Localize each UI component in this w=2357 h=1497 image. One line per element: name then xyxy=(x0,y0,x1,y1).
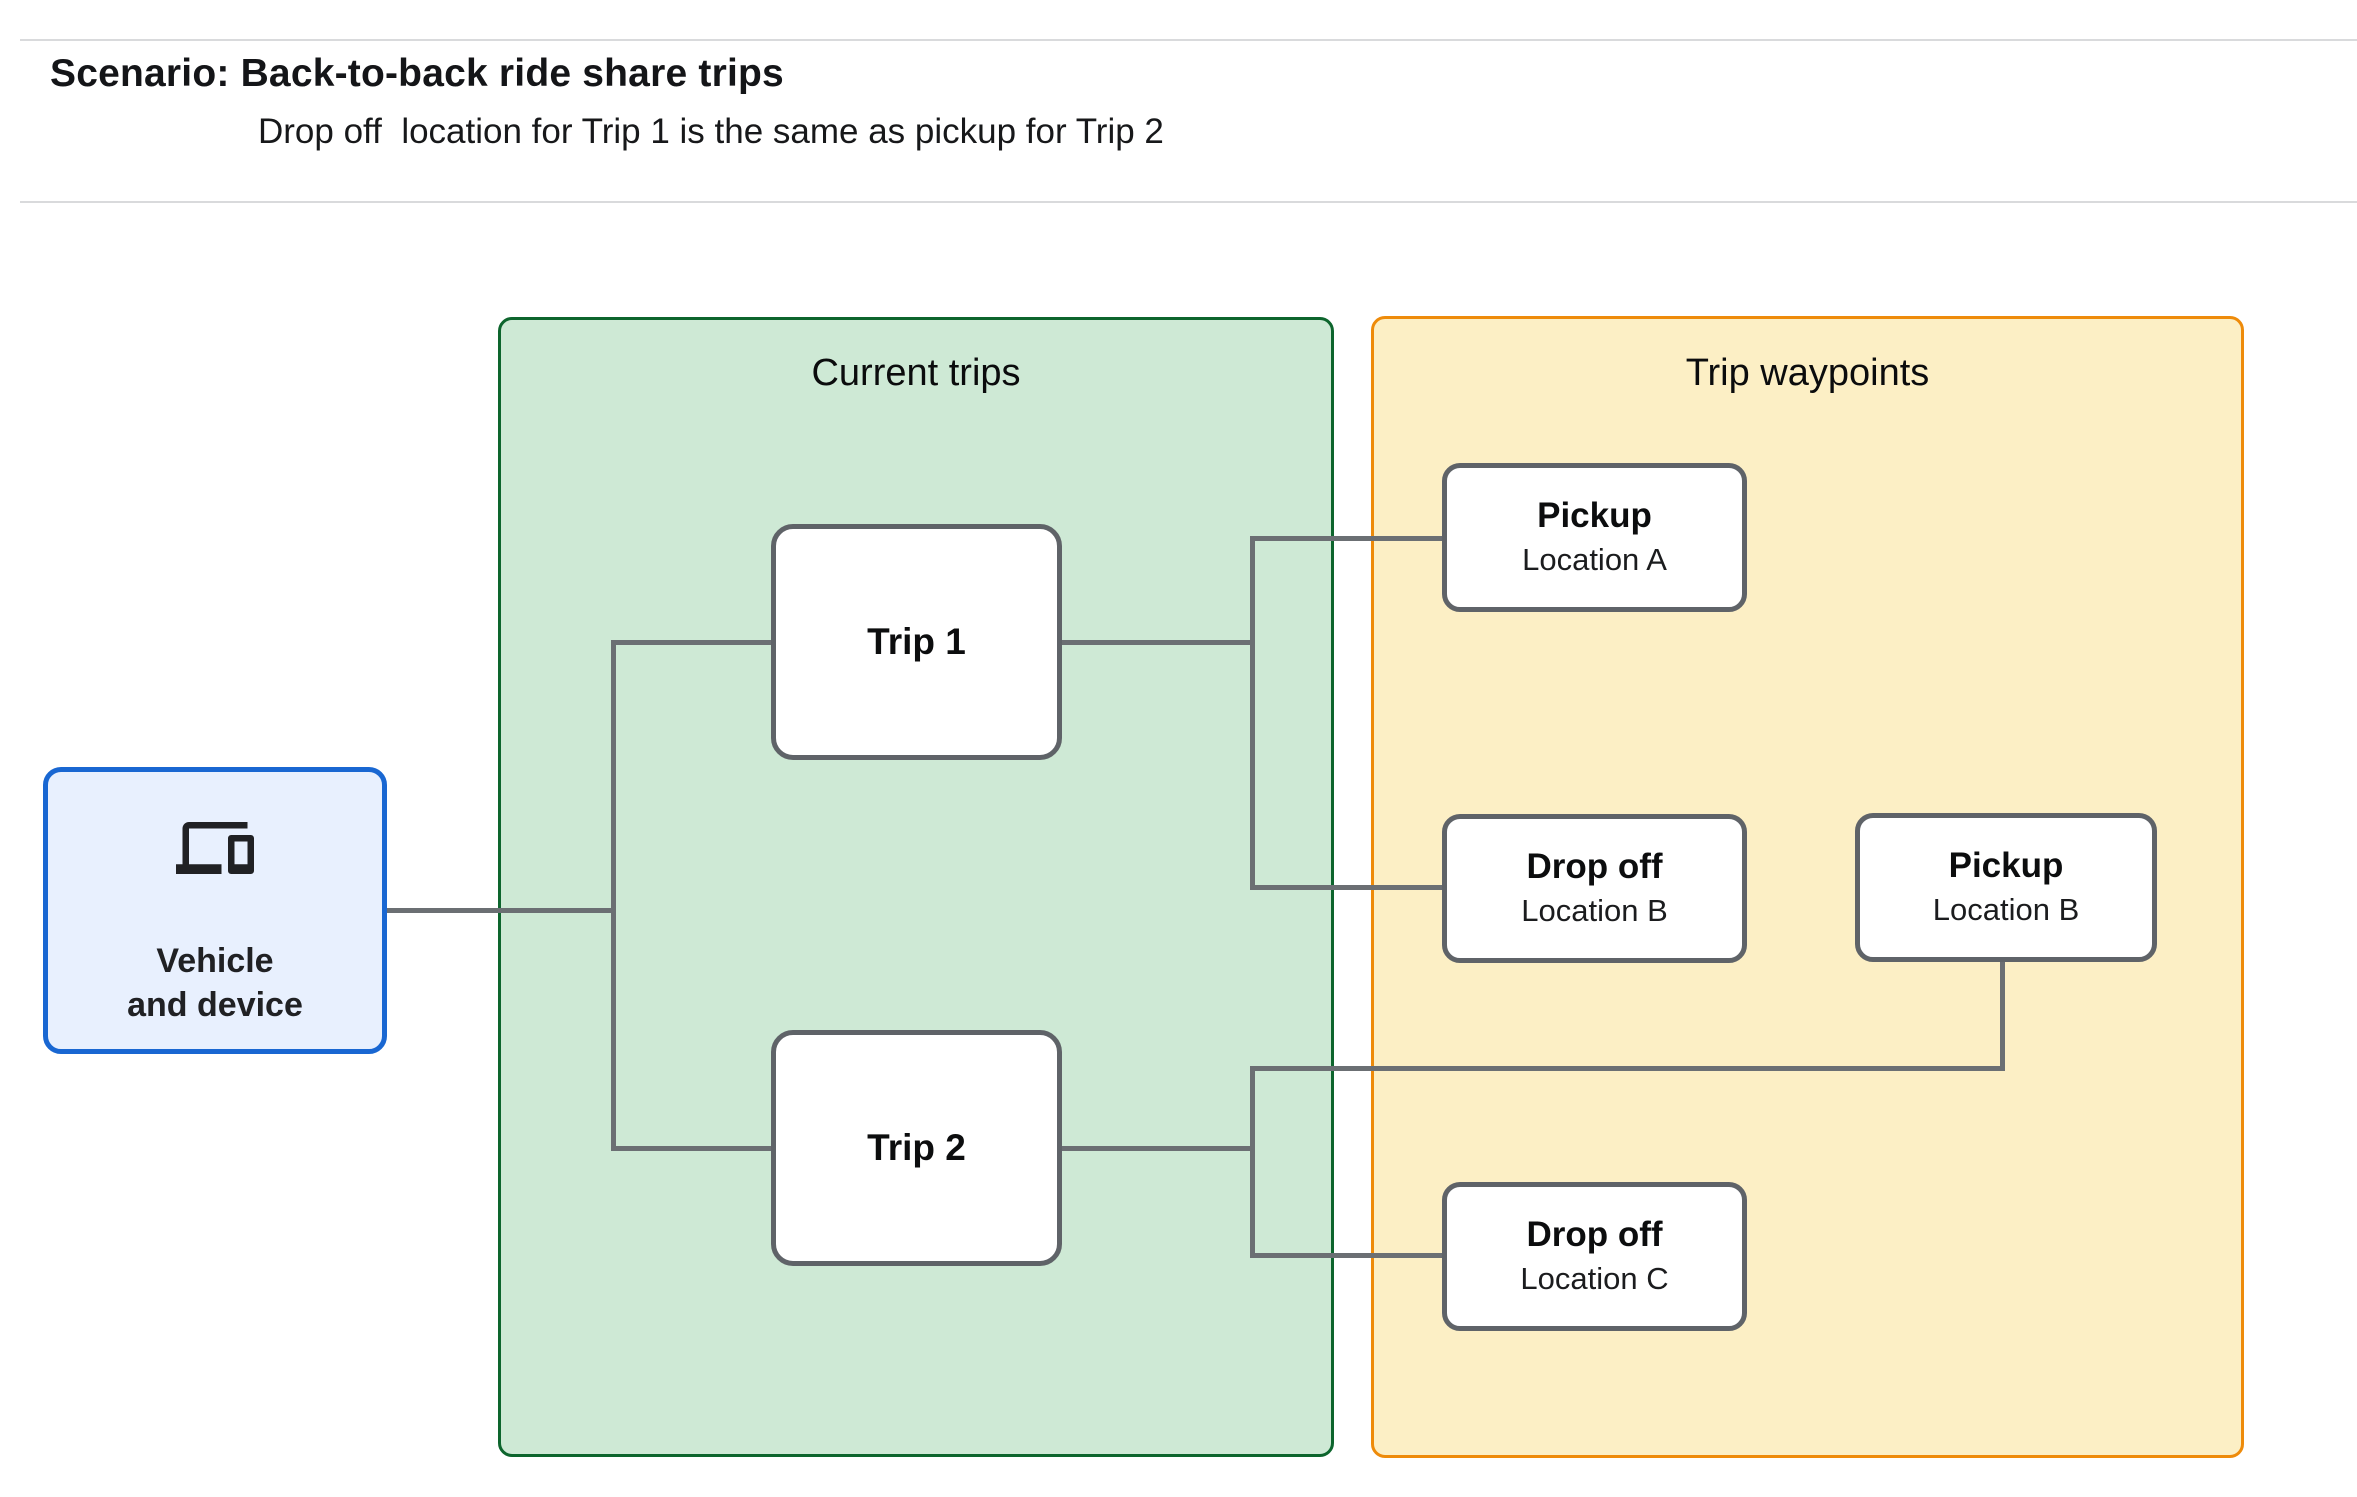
connector-branch-to-trip2 xyxy=(611,1146,771,1151)
connector-trip1-out xyxy=(1062,640,1255,645)
connector-to-dropoff-c xyxy=(1250,1253,1442,1258)
current-trips-title: Current trips xyxy=(811,352,1021,394)
page-title: Scenario: Back-to-back ride share trips xyxy=(50,52,784,95)
pickup-location-a-node: Pickup Location A xyxy=(1442,463,1747,612)
vehicle-and-device-node: Vehicle and device xyxy=(43,767,387,1054)
vehicle-label: Vehicle and device xyxy=(127,940,303,1027)
current-trips-panel xyxy=(498,317,1334,1457)
vehicle-label-line2: and device xyxy=(127,985,303,1024)
dropoff-location-b-node: Drop off Location B xyxy=(1442,814,1747,963)
connector-pickup-b-to-trip2 xyxy=(1250,1066,2005,1071)
vehicle-label-line1: Vehicle xyxy=(156,942,274,980)
connector-branch-to-trip1 xyxy=(611,640,771,645)
connector-branch-vertical xyxy=(611,640,616,1151)
trip-1-node: Trip 1 xyxy=(771,524,1062,760)
connector-to-dropoff-b xyxy=(1250,885,1442,890)
divider-top xyxy=(20,39,2357,41)
divider-bottom xyxy=(20,201,2357,203)
waypoint-type-label: Pickup xyxy=(1948,845,2064,885)
pickup-location-b-node: Pickup Location B xyxy=(1855,813,2157,962)
page-subtitle: Drop off location for Trip 1 is the same… xyxy=(258,112,1164,151)
trip-2-label: Trip 2 xyxy=(867,1127,966,1168)
waypoint-location-label: Location B xyxy=(1521,892,1668,928)
trip-1-label: Trip 1 xyxy=(867,621,966,662)
connector-vehicle-to-branch xyxy=(387,908,611,913)
trip-2-node: Trip 2 xyxy=(771,1030,1062,1266)
connector-to-pickup-a xyxy=(1250,536,1442,541)
waypoint-type-label: Pickup xyxy=(1537,495,1652,535)
waypoint-location-label: Location C xyxy=(1520,1260,1669,1296)
trip-waypoints-title: Trip waypoints xyxy=(1685,352,1930,394)
connector-pickup-b-down xyxy=(2000,962,2005,1071)
connector-trip2-out xyxy=(1062,1146,1255,1151)
connector-trip1-junction-vertical xyxy=(1250,536,1255,890)
waypoint-type-label: Drop off xyxy=(1526,1214,1663,1254)
waypoint-location-label: Location B xyxy=(1932,891,2080,927)
waypoint-location-label: Location A xyxy=(1522,541,1667,577)
waypoint-type-label: Drop off xyxy=(1526,846,1663,886)
connector-trip2-junction-vertical xyxy=(1250,1066,1255,1256)
devices-icon xyxy=(176,822,254,878)
dropoff-location-c-node: Drop off Location C xyxy=(1442,1182,1747,1331)
